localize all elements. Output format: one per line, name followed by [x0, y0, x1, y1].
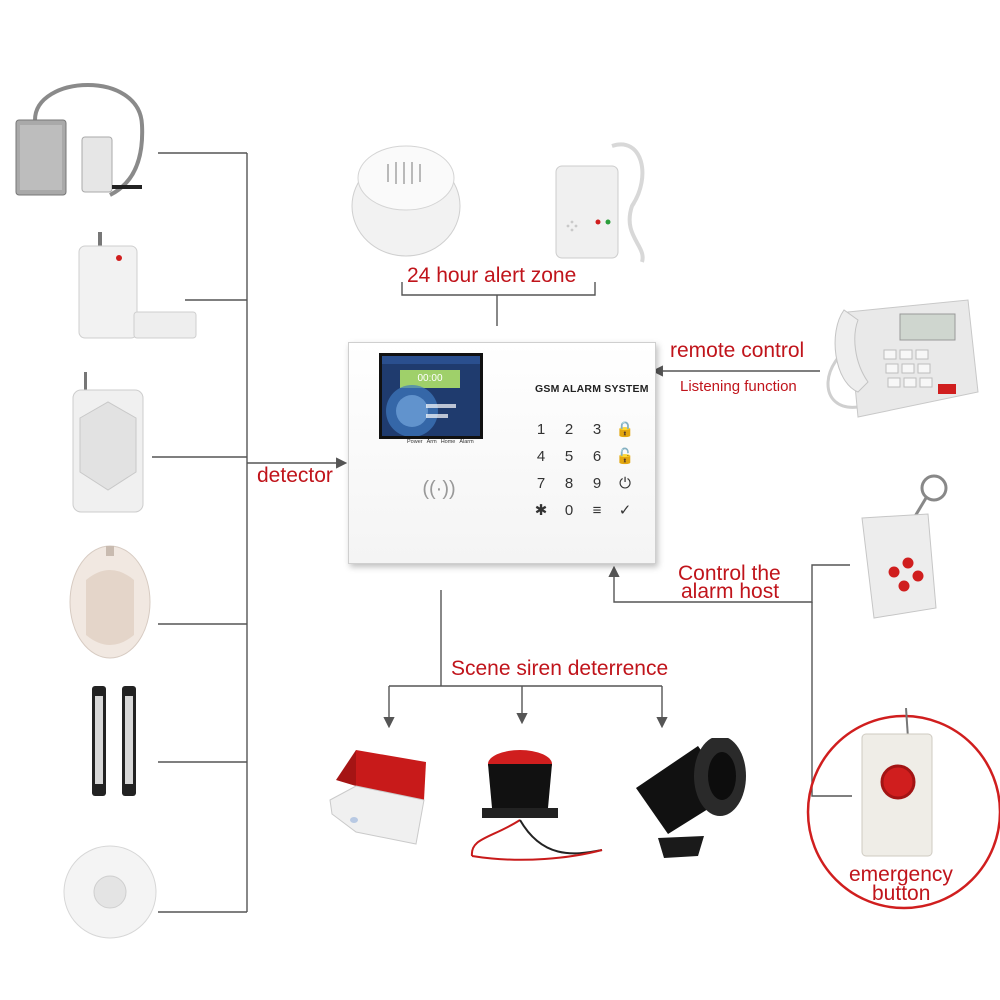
detector-label: detector	[257, 464, 333, 487]
rfid-reader-icon: ((·))	[422, 478, 456, 500]
alert-zone-bracket	[401, 282, 596, 296]
listening-label: Listening function	[680, 378, 797, 395]
alert-zone-label: 24 hour alert zone	[407, 264, 577, 287]
panel-key-15[interactable]: ✓	[618, 502, 632, 519]
panel-key-5[interactable]: 5	[564, 448, 574, 465]
control-line1-label: Control the	[678, 562, 781, 585]
emergency-button-icon	[861, 708, 933, 857]
gas-detector-icon	[555, 142, 645, 263]
panel-key-13[interactable]: 0	[564, 502, 574, 519]
emergency-line1-label: emergency	[849, 863, 953, 886]
infrared-beam-detector-icon	[92, 686, 136, 796]
scene-siren-label: Scene siren deterrence	[451, 657, 669, 680]
panel-key-10[interactable]: 9	[592, 475, 602, 492]
remote-control-label: remote control	[670, 339, 805, 362]
door-magnetic-sensor-wired-icon	[15, 83, 145, 197]
pir-motion-detector-icon	[72, 372, 144, 513]
ceiling-pir-detector-icon	[63, 845, 157, 939]
panel-key-6[interactable]: 6	[592, 448, 602, 465]
panel-key-8[interactable]: 7	[536, 475, 546, 492]
status-power: Power	[407, 439, 423, 445]
panel-key-12[interactable]: ✱	[534, 502, 548, 519]
control-line2-label: alarm host	[681, 580, 780, 603]
panel-lcd-screen: 00:00	[379, 353, 483, 439]
panel-key-2[interactable]: 3	[592, 421, 602, 438]
horn-speaker-icon	[636, 738, 746, 858]
panel-key-9[interactable]: 8	[564, 475, 574, 492]
status-arm: Arm	[426, 439, 437, 445]
panel-key-7[interactable]: 🔓	[615, 448, 635, 465]
panel-key-1[interactable]: 2	[564, 421, 574, 438]
panel-key-3[interactable]: 🔒	[615, 421, 635, 438]
emergency-line2-label: button	[872, 882, 931, 905]
status-home: Home	[440, 439, 456, 445]
door-magnetic-sensor-wireless-icon	[78, 232, 197, 339]
panel-key-4[interactable]: 4	[536, 448, 546, 465]
panel-key-11[interactable]: ⏻	[619, 475, 631, 492]
panel-title: GSM ALARM SYSTEM	[535, 383, 649, 395]
remote-keyfob-icon	[861, 474, 948, 619]
emergency-highlight-circle	[806, 714, 1000, 910]
wired-siren-icon	[470, 750, 603, 861]
panel-lcd-time: 00:00	[400, 370, 460, 388]
telephone-icon	[826, 299, 979, 418]
lcd-graphic-icon	[382, 356, 480, 436]
strobe-siren-icon	[329, 750, 426, 845]
panel-key-0[interactable]: 1	[536, 421, 546, 438]
smoke-detector-icon	[351, 145, 461, 257]
curtain-pir-detector-icon	[69, 545, 151, 659]
status-alarm: Alarm	[459, 439, 474, 445]
panel-key-14[interactable]: ≡	[592, 502, 602, 519]
